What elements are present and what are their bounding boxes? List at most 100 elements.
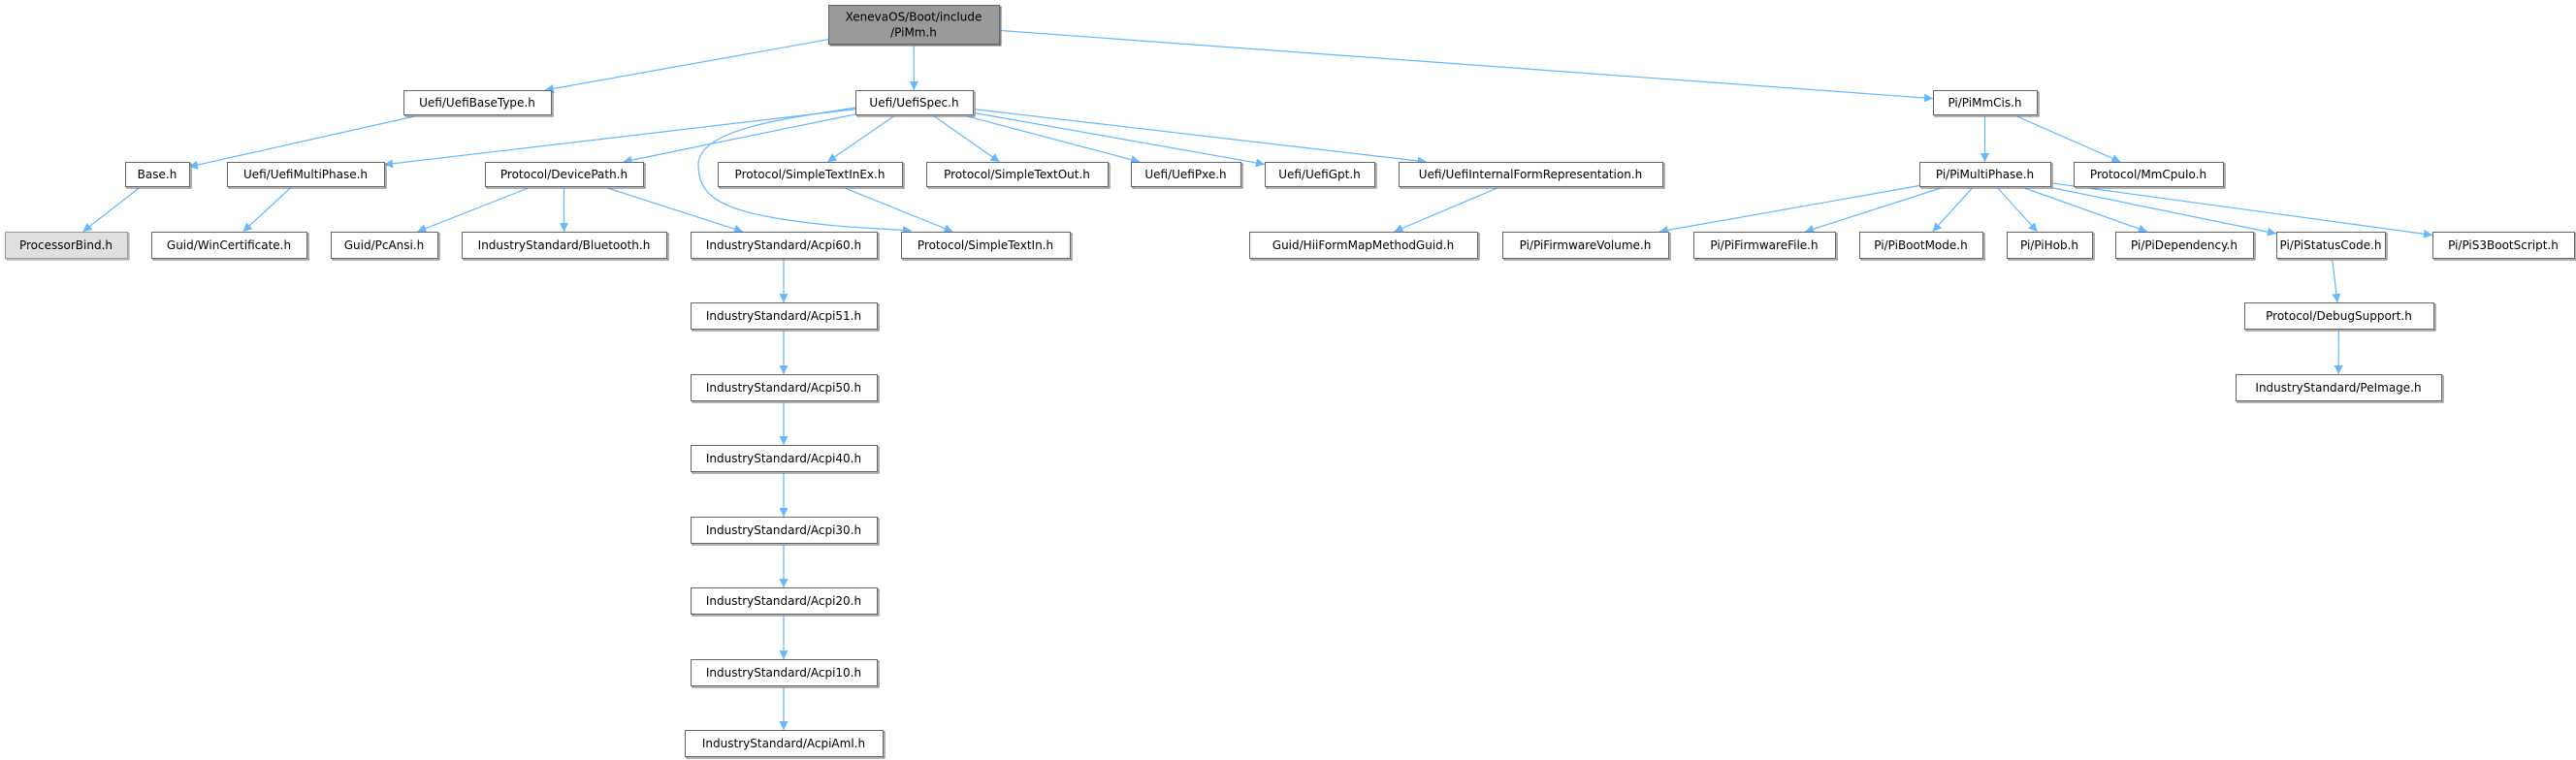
node-label: Protocol/DevicePath.h — [500, 168, 628, 181]
edge-spec-to-umphase — [383, 109, 856, 169]
node-label: Uefi/UefiSpec.h — [869, 96, 958, 110]
edge-spec-to-stinex — [826, 113, 897, 163]
node-label: Base.h — [138, 168, 177, 181]
node-s3[interactable]: Pi/PiS3BootScript.h — [2432, 232, 2576, 261]
node-root[interactable]: XenevaOS/Boot/include/PiMm.h — [828, 5, 1002, 47]
edge-root-to-basetype — [544, 39, 829, 93]
node-label: IndustryStandard/Acpi10.h — [706, 666, 861, 680]
node-acpi51[interactable]: IndustryStandard/Acpi51.h — [691, 302, 880, 332]
node-label: Pi/PiDependency.h — [2131, 238, 2238, 252]
node-umphase[interactable]: Uefi/UefiMultiPhase.h — [227, 162, 387, 189]
node-box — [1693, 232, 1836, 259]
node-hii[interactable]: Guid/HiiFormMapMethodGuid.h — [1249, 232, 1480, 261]
node-box — [2007, 232, 2093, 259]
node-stin[interactable]: Protocol/SimpleTextIn.h — [901, 232, 1073, 261]
edge-mmcis-to-mmcpuio — [2012, 113, 2121, 163]
node-box — [2074, 162, 2224, 187]
node-wincert[interactable]: Guid/WinCertificate.h — [151, 232, 309, 261]
node-box — [5, 232, 128, 259]
node-spec[interactable]: Uefi/UefiSpec.h — [855, 90, 976, 117]
node-ff[interactable]: Pi/PiFirmwareFile.h — [1693, 232, 1838, 261]
node-label: Pi/PiFirmwareFile.h — [1710, 238, 1818, 252]
node-label: ProcessorBind.h — [19, 238, 113, 252]
node-iform[interactable]: Uefi/UefiInternalFormRepresentation.h — [1399, 162, 1665, 189]
node-label: IndustryStandard/Acpi20.h — [706, 594, 861, 608]
node-dep[interactable]: Pi/PiDependency.h — [2115, 232, 2256, 261]
edge-pimphase-to-ff — [1804, 185, 1948, 234]
node-box — [403, 90, 552, 115]
edges — [82, 29, 2433, 730]
node-box — [855, 90, 974, 115]
node-label: Guid/PcAnsi.h — [344, 238, 425, 252]
node-mmcis[interactable]: Pi/PiMmCis.h — [1933, 90, 2040, 117]
edge-spec-to-stout — [931, 113, 1000, 163]
node-bm[interactable]: Pi/PiBootMode.h — [1859, 232, 1985, 261]
node-box — [691, 232, 878, 259]
node-label: XenevaOS/Boot/include — [846, 11, 982, 24]
node-pxe[interactable]: Uefi/UefiPxe.h — [1131, 162, 1243, 189]
node-label: Pi/PiFirmwareVolume.h — [1520, 238, 1652, 252]
node-pbind[interactable]: ProcessorBind.h — [5, 232, 130, 261]
edge-stinex-to-stin — [839, 185, 953, 233]
node-acpi50[interactable]: IndustryStandard/Acpi50.h — [691, 374, 880, 403]
node-label: Guid/HiiFormMapMethodGuid.h — [1272, 238, 1454, 252]
node-aml[interactable]: IndustryStandard/AcpiAml.h — [685, 730, 886, 759]
node-fv[interactable]: Pi/PiFirmwareVolume.h — [1502, 232, 1671, 261]
node-box — [691, 374, 878, 401]
node-pimphase[interactable]: Pi/PiMultiPhase.h — [1919, 162, 2053, 189]
node-hob[interactable]: Pi/PiHob.h — [2007, 232, 2095, 261]
node-acpi10[interactable]: IndustryStandard/Acpi10.h — [691, 659, 880, 688]
node-box — [1131, 162, 1241, 187]
edge-sc-to-debug — [2332, 257, 2341, 303]
node-box — [1249, 232, 1478, 259]
node-label: IndustryStandard/Acpi50.h — [706, 381, 861, 395]
node-label: Uefi/UefiMultiPhase.h — [243, 168, 368, 181]
node-box — [691, 587, 878, 615]
node-box — [1399, 162, 1663, 187]
node-label: Uefi/UefiGpt.h — [1278, 168, 1361, 181]
node-label: Protocol/SimpleTextInEx.h — [735, 168, 886, 181]
node-label: Protocol/MmCpuIo.h — [2090, 168, 2206, 181]
edge-spec-to-gpt — [972, 111, 1266, 168]
node-stinex[interactable]: Protocol/SimpleTextInEx.h — [718, 162, 905, 189]
node-label: /PiMm.h — [890, 26, 937, 40]
node-box — [331, 232, 438, 259]
node-box — [125, 162, 190, 187]
edge-pimphase-to-dep — [2018, 185, 2148, 234]
node-bt[interactable]: IndustryStandard/Bluetooth.h — [462, 232, 669, 261]
node-acpi20[interactable]: IndustryStandard/Acpi20.h — [691, 587, 880, 617]
node-basetype[interactable]: Uefi/UefiBaseType.h — [403, 90, 554, 117]
node-box — [2276, 232, 2386, 259]
node-base[interactable]: Base.h — [125, 162, 192, 189]
node-box — [1265, 162, 1375, 187]
node-sc[interactable]: Pi/PiStatusCode.h — [2276, 232, 2388, 261]
node-box — [227, 162, 385, 187]
node-acpi30[interactable]: IndustryStandard/Acpi30.h — [691, 517, 880, 546]
node-devpath[interactable]: Protocol/DevicePath.h — [485, 162, 646, 189]
node-box — [926, 162, 1109, 187]
node-label: Protocol/SimpleTextIn.h — [918, 238, 1053, 252]
node-gpt[interactable]: Uefi/UefiGpt.h — [1265, 162, 1377, 189]
edge-spec-to-pxe — [959, 113, 1141, 165]
node-label: Protocol/SimpleTextOut.h — [944, 168, 1090, 181]
node-label: Pi/PiMmCis.h — [1948, 96, 2021, 110]
node-box — [691, 659, 878, 686]
node-debug[interactable]: Protocol/DebugSupport.h — [2244, 302, 2436, 332]
node-label: Pi/PiStatusCode.h — [2279, 238, 2381, 252]
node-peimage[interactable]: IndustryStandard/PeImage.h — [2236, 374, 2444, 403]
node-box — [2432, 232, 2575, 259]
edge-iform-to-hii — [1394, 185, 1502, 233]
node-pcansi[interactable]: Guid/PcAnsi.h — [331, 232, 440, 261]
edge-pimphase-to-bm — [1932, 185, 1975, 233]
node-stout[interactable]: Protocol/SimpleTextOut.h — [926, 162, 1111, 189]
node-box — [685, 730, 884, 757]
node-box — [462, 232, 667, 259]
node-box — [828, 5, 1000, 45]
node-box — [485, 162, 644, 187]
node-label: Guid/WinCertificate.h — [167, 238, 291, 252]
node-acpi60[interactable]: IndustryStandard/Acpi60.h — [691, 232, 880, 261]
node-mmcpuio[interactable]: Protocol/MmCpuIo.h — [2074, 162, 2226, 189]
node-label: Uefi/UefiBaseType.h — [419, 96, 535, 110]
node-acpi40[interactable]: IndustryStandard/Acpi40.h — [691, 445, 880, 474]
